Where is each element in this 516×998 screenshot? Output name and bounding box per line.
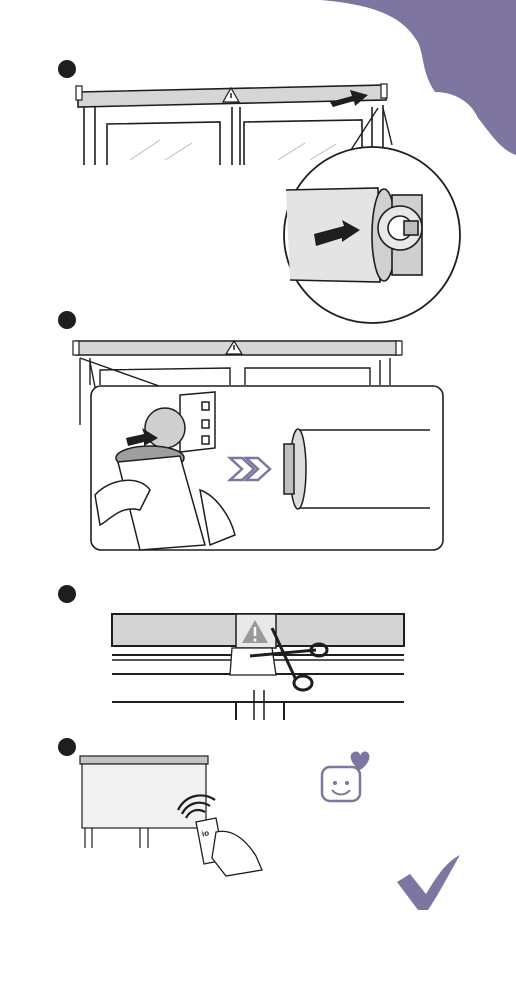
smiley-heart-icon [322,751,369,801]
checkmark-icon [397,855,460,910]
